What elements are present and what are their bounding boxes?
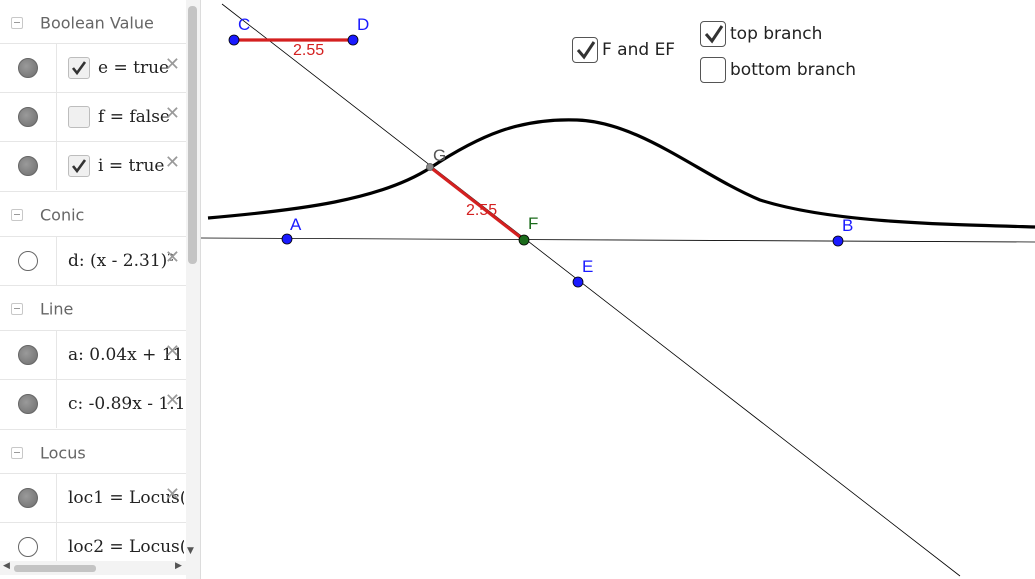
point-label-a: A: [290, 215, 302, 234]
close-icon[interactable]: ✕: [164, 484, 180, 505]
close-icon[interactable]: ✕: [164, 247, 180, 268]
checkbox-label: bottom branch: [730, 60, 856, 80]
close-icon[interactable]: ✕: [164, 103, 180, 124]
scroll-down-icon[interactable]: ▼: [187, 546, 194, 556]
visibility-toggle[interactable]: [18, 156, 38, 176]
algebra-row-c[interactable]: c: -0.89x - 1.1 ✕: [0, 379, 186, 428]
point-label-e: E: [582, 257, 593, 276]
collapse-icon[interactable]: [11, 17, 23, 29]
checkbox-label: top branch: [730, 24, 823, 44]
category-label: Boolean Value: [40, 13, 154, 33]
graphics-view[interactable]: C D A B E F G 2.55 2.55 F and EF top bra…: [201, 0, 1035, 579]
visibility-toggle[interactable]: [18, 58, 38, 78]
algebra-expression[interactable]: i = true: [98, 156, 165, 176]
geometry-canvas[interactable]: C D A B E F G 2.55 2.55: [201, 0, 1035, 579]
category-locus[interactable]: Locus: [0, 429, 186, 476]
checkbox-bottom-branch[interactable]: bottom branch: [700, 57, 856, 83]
point-a[interactable]: [281, 233, 293, 245]
point-g[interactable]: [426, 163, 434, 171]
scroll-left-icon[interactable]: ◀: [3, 561, 10, 571]
point-label-g: G: [433, 146, 446, 165]
algebra-view: Boolean Value e = true ✕ f = false ✕ i =…: [0, 0, 201, 579]
category-line[interactable]: Line: [0, 285, 186, 332]
scroll-thumb[interactable]: [14, 565, 96, 572]
algebra-row-loc2[interactable]: loc2 = Locus(: [0, 522, 186, 571]
algebra-row-e[interactable]: e = true ✕: [0, 43, 186, 92]
checkbox-f-and-ef[interactable]: F and EF: [572, 37, 675, 63]
scroll-thumb[interactable]: [188, 6, 197, 264]
line-a[interactable]: [201, 237, 1035, 243]
visibility-toggle[interactable]: [18, 394, 38, 414]
point-e[interactable]: [572, 276, 584, 288]
algebra-expression[interactable]: c: -0.89x - 1.1: [68, 394, 184, 414]
collapse-icon[interactable]: [11, 303, 23, 315]
visibility-toggle[interactable]: [18, 345, 38, 365]
collapse-icon[interactable]: [11, 447, 23, 459]
visibility-toggle[interactable]: [18, 251, 38, 271]
close-icon[interactable]: ✕: [164, 390, 180, 411]
checkbox-box[interactable]: [572, 37, 598, 63]
point-f[interactable]: [518, 234, 530, 246]
algebra-expression[interactable]: a: 0.04x + 11: [68, 345, 184, 365]
checkbox-box[interactable]: [700, 57, 726, 83]
check-icon: [704, 25, 724, 44]
collapse-icon[interactable]: [11, 209, 23, 221]
check-icon: [71, 61, 87, 76]
close-icon[interactable]: ✕: [164, 54, 180, 75]
point-label-f: F: [528, 214, 538, 233]
algebra-row-i[interactable]: i = true ✕: [0, 141, 186, 190]
algebra-expression[interactable]: f = false: [98, 107, 170, 127]
boolean-checkbox-f[interactable]: [68, 106, 90, 128]
algebra-expression[interactable]: d: (x - 2.31)²: [68, 251, 175, 271]
checkbox-box[interactable]: [700, 21, 726, 47]
scroll-right-icon[interactable]: ▶: [175, 561, 182, 571]
checkbox-top-branch[interactable]: top branch: [700, 21, 822, 47]
check-icon: [71, 159, 87, 174]
locus-curve[interactable]: [207, 118, 1035, 229]
horizontal-scrollbar[interactable]: ◀ ▶: [0, 561, 186, 575]
algebra-row-d[interactable]: d: (x - 2.31)² ✕: [0, 236, 186, 285]
checkbox-label: F and EF: [602, 40, 676, 60]
boolean-checkbox-i[interactable]: [68, 155, 90, 177]
category-label: Conic: [40, 205, 85, 225]
visibility-toggle[interactable]: [18, 488, 38, 508]
algebra-expression[interactable]: e = true: [98, 58, 170, 78]
point-b[interactable]: [832, 235, 844, 247]
visibility-toggle[interactable]: [18, 537, 38, 557]
category-boolean-value[interactable]: Boolean Value: [0, 0, 186, 46]
close-icon[interactable]: ✕: [164, 341, 180, 362]
check-icon: [576, 41, 596, 60]
point-label-b: B: [842, 216, 853, 235]
length-label-cd: 2.55: [293, 42, 324, 59]
point-label-c: C: [238, 15, 250, 34]
algebra-expression[interactable]: loc2 = Locus(: [68, 537, 184, 557]
category-conic[interactable]: Conic: [0, 191, 186, 238]
algebra-row-f[interactable]: f = false ✕: [0, 92, 186, 141]
boolean-checkbox-e[interactable]: [68, 57, 90, 79]
vertical-scrollbar[interactable]: [186, 0, 200, 579]
algebra-expression[interactable]: loc1 = Locus(: [68, 488, 184, 508]
point-d[interactable]: [347, 34, 359, 46]
category-label: Line: [40, 299, 74, 319]
close-icon[interactable]: ✕: [164, 152, 180, 173]
category-label: Locus: [40, 443, 86, 463]
algebra-row-loc1[interactable]: loc1 = Locus( ✕: [0, 473, 186, 522]
segment-gf[interactable]: [429, 165, 525, 242]
point-label-d: D: [357, 15, 369, 34]
line-c[interactable]: [221, 3, 961, 577]
point-c[interactable]: [228, 34, 240, 46]
visibility-toggle[interactable]: [18, 107, 38, 127]
algebra-row-a[interactable]: a: 0.04x + 11 ✕: [0, 330, 186, 379]
length-label-gf: 2.55: [466, 202, 497, 219]
